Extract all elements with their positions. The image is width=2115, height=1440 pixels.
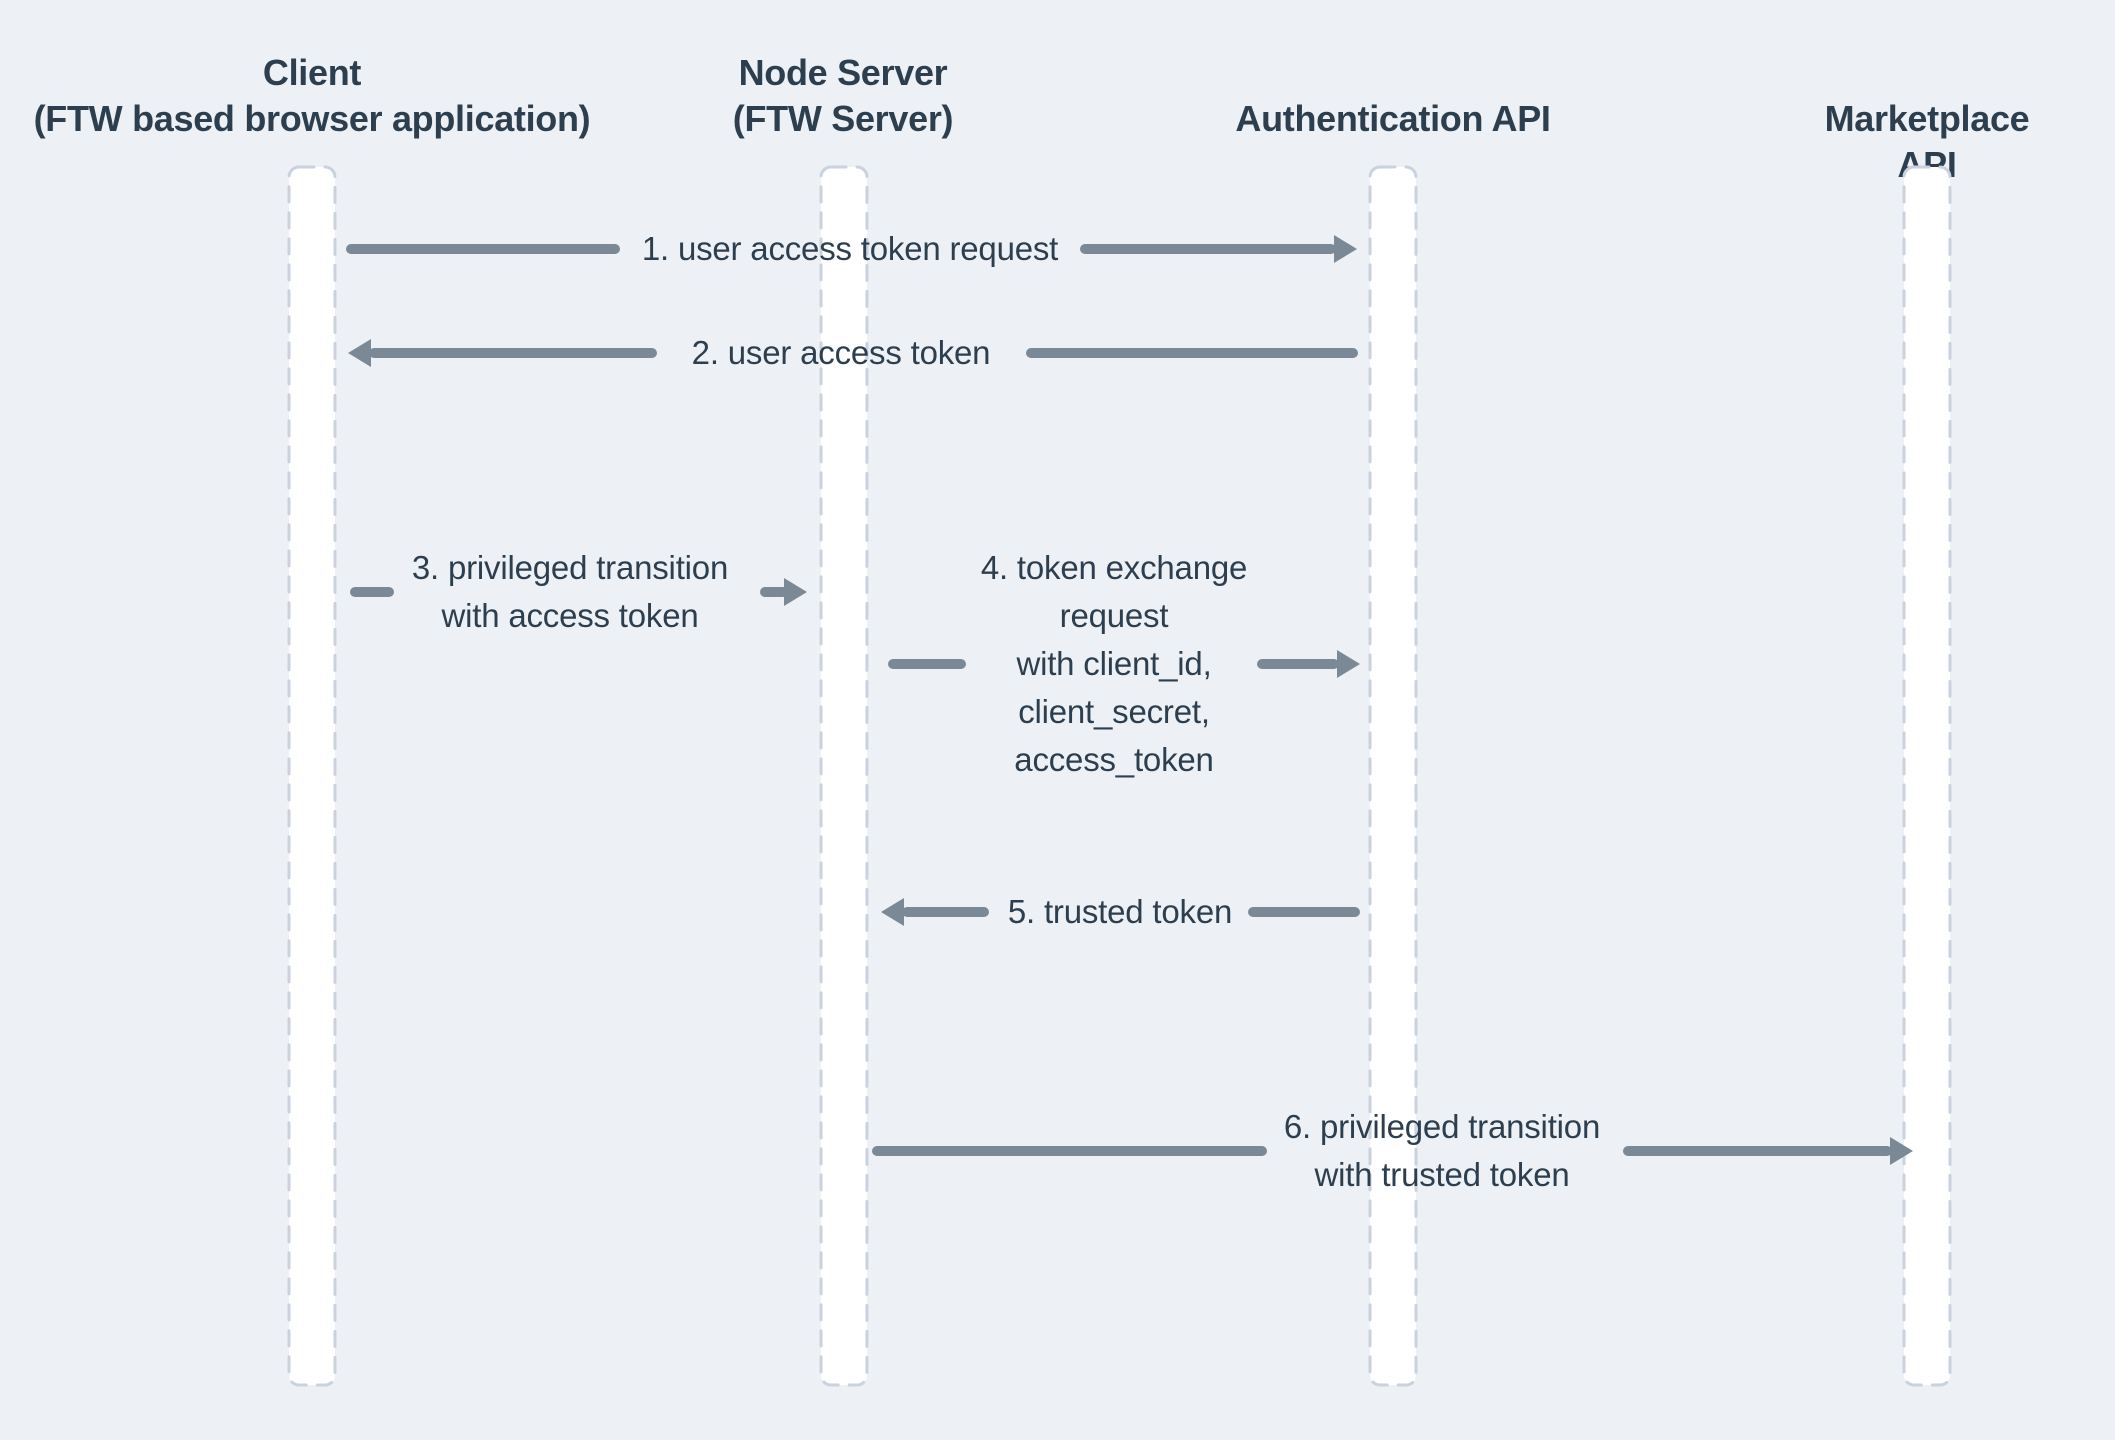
message-6-label: 6. privileged transition with trusted to… (1283, 1108, 1601, 1193)
message-1-line-left (346, 244, 620, 254)
actor-header-marketplace-api: Marketplace API (1824, 98, 2030, 185)
message-5-line-right (1248, 907, 1360, 917)
message-4-label: 4. token exchange request with client_id… (980, 549, 1248, 778)
message-5-line-left (902, 907, 989, 917)
lifeline-client (287, 165, 337, 1387)
message-3-line-right (760, 587, 788, 597)
message-2-arrowhead-left-icon (348, 339, 371, 367)
message-1-label: 1. user access token request (641, 230, 1059, 267)
message-2-line-left (369, 348, 657, 358)
message-3-arrowhead-right-icon (784, 578, 807, 606)
message-6-arrowhead-right-icon (1890, 1137, 1913, 1165)
message-1-arrowhead-right-icon (1334, 235, 1357, 263)
message-5-arrowhead-left-icon (881, 898, 904, 926)
message-4-line-right (1257, 659, 1339, 669)
message-2-line-right (1026, 348, 1358, 358)
lifeline-authentication-api (1368, 165, 1418, 1387)
lifeline-marketplace-api (1902, 165, 1952, 1387)
actor-header-client: Client (FTW based browser application) (33, 52, 591, 139)
actor-header-authentication-api: Authentication API (1235, 98, 1551, 139)
message-4-line-left (888, 659, 966, 669)
message-3-label: 3. privileged transition with access tok… (411, 549, 729, 634)
message-6-line-right (1623, 1146, 1892, 1156)
message-6-line-left (872, 1146, 1267, 1156)
message-2-label: 2. user access token (691, 334, 991, 371)
message-1-line-right (1080, 244, 1336, 254)
lifeline-node-server (819, 165, 869, 1387)
message-5-label: 5. trusted token (1007, 893, 1233, 930)
message-4-arrowhead-right-icon (1337, 650, 1360, 678)
message-3-line-left (350, 587, 394, 597)
actor-header-node-server: Node Server (FTW Server) (732, 52, 954, 139)
